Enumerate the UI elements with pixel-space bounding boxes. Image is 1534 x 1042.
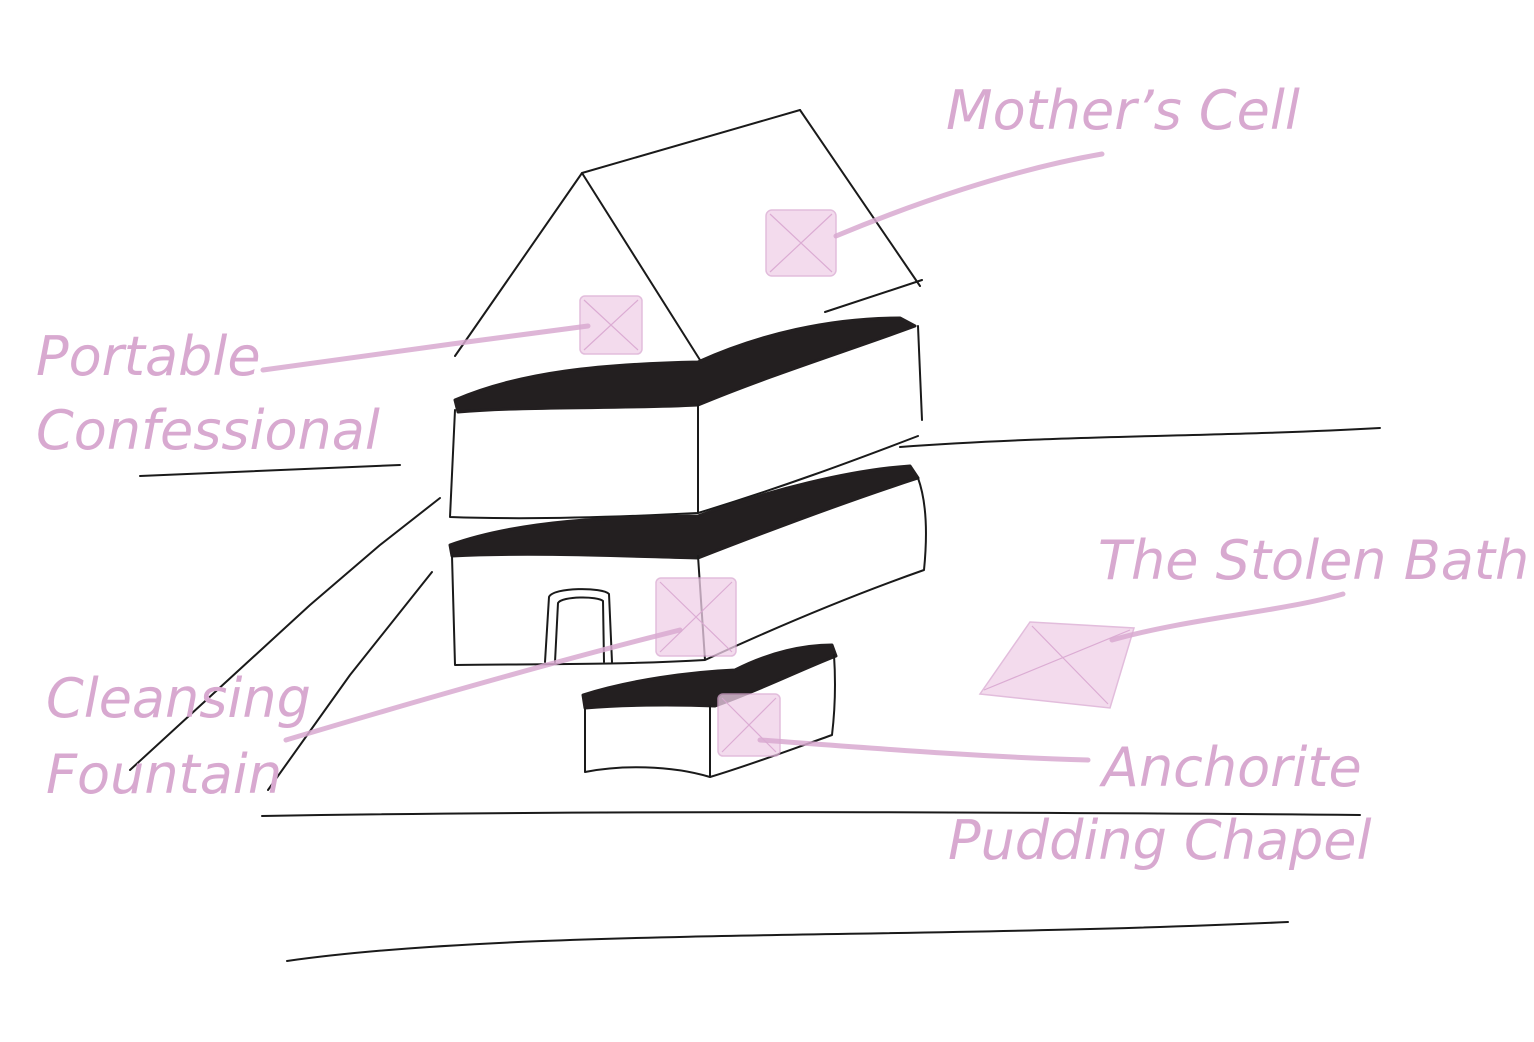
- anchorite-chapel-leader: [757, 737, 1091, 763]
- roof-slope: [799, 109, 921, 287]
- portable-confessional-marker: [579, 295, 643, 355]
- roof-ridge: [581, 109, 801, 174]
- label-the-stolen-bath: The Stolen Bath: [1098, 529, 1530, 592]
- roof: [454, 109, 923, 361]
- ground-line-diagonal-2: [267, 571, 433, 791]
- ground-line-left-horizon: [139, 464, 401, 477]
- stolen-bath-marker: [978, 621, 1135, 709]
- middle-roof-band: [448, 464, 920, 560]
- ground-line-front: [261, 811, 1361, 817]
- upper-roof-band: [453, 316, 917, 414]
- stolen-bath-leader: [1109, 591, 1346, 643]
- anchorite-chapel-marker: [717, 693, 781, 757]
- label-portable: Portable: [36, 325, 261, 388]
- mothers-cell-leader: [833, 151, 1105, 239]
- ground-lines: [129, 427, 1381, 962]
- label-mothers-cell: Mother’s Cell: [946, 79, 1300, 142]
- cleansing-fountain-leader: [283, 627, 683, 743]
- label-pudding-chapel: Pudding Chapel: [948, 809, 1372, 872]
- label-fountain: Fountain: [46, 743, 283, 806]
- door: [544, 588, 613, 663]
- mothers-cell-marker: [765, 209, 837, 277]
- annex-roof-band: [581, 643, 838, 710]
- portable-confessional-leader: [260, 323, 591, 373]
- cleansing-fountain-marker: [655, 577, 737, 657]
- lower-annex: [581, 643, 838, 778]
- ground-line-right-horizon: [899, 427, 1381, 448]
- roof-eave: [824, 279, 923, 313]
- upper-storey-walls: [449, 325, 923, 520]
- annotation-markers: [579, 209, 1135, 757]
- roof-gable: [454, 172, 701, 361]
- label-anchorite: Anchorite: [1102, 736, 1362, 799]
- annex-walls: [584, 654, 837, 778]
- ground-line-diagonal-1: [129, 497, 441, 771]
- label-confessional: Confessional: [36, 399, 380, 462]
- label-cleansing: Cleansing: [46, 667, 311, 730]
- leader-lines: [260, 151, 1346, 763]
- ground-line-bottom: [286, 921, 1289, 962]
- upper-storey: [449, 316, 923, 520]
